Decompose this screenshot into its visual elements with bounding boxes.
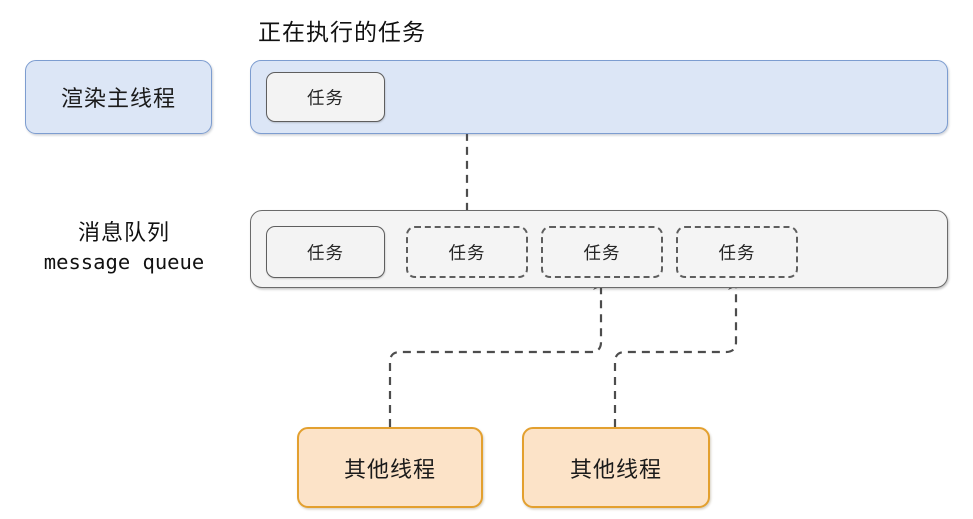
- queue-task-3-label: 任务: [718, 242, 756, 263]
- main-thread-label-text: 渲染主线程: [60, 86, 176, 111]
- message-queue-label-en: message queue: [43, 250, 205, 274]
- main-thread-label-box: 渲染主线程: [25, 60, 212, 134]
- queue-task-1-label: 任务: [448, 242, 486, 263]
- message-queue-label-cn: 消息队列: [77, 220, 170, 245]
- worker-thread-1: 其他线程: [522, 427, 710, 508]
- arrow-worker2-to-queue: [613, 282, 738, 427]
- queue-task-0: 任务: [266, 226, 385, 278]
- running-task-caption: 正在执行的任务: [258, 19, 426, 45]
- queue-task-3: 任务: [676, 226, 798, 278]
- worker-thread-1-label: 其他线程: [569, 456, 662, 482]
- message-queue-label: 消息队列 message queue: [10, 218, 238, 277]
- arrow-worker1-to-queue: [388, 282, 603, 427]
- worker-thread-0-label: 其他线程: [343, 456, 436, 482]
- queue-task-2: 任务: [541, 226, 663, 278]
- queue-task-1: 任务: [406, 226, 528, 278]
- running-task-box: 任务: [266, 72, 385, 122]
- worker-thread-0: 其他线程: [297, 427, 483, 508]
- queue-task-0-label: 任务: [307, 242, 344, 263]
- queue-task-2-label: 任务: [583, 242, 621, 263]
- running-task-label: 任务: [307, 87, 344, 108]
